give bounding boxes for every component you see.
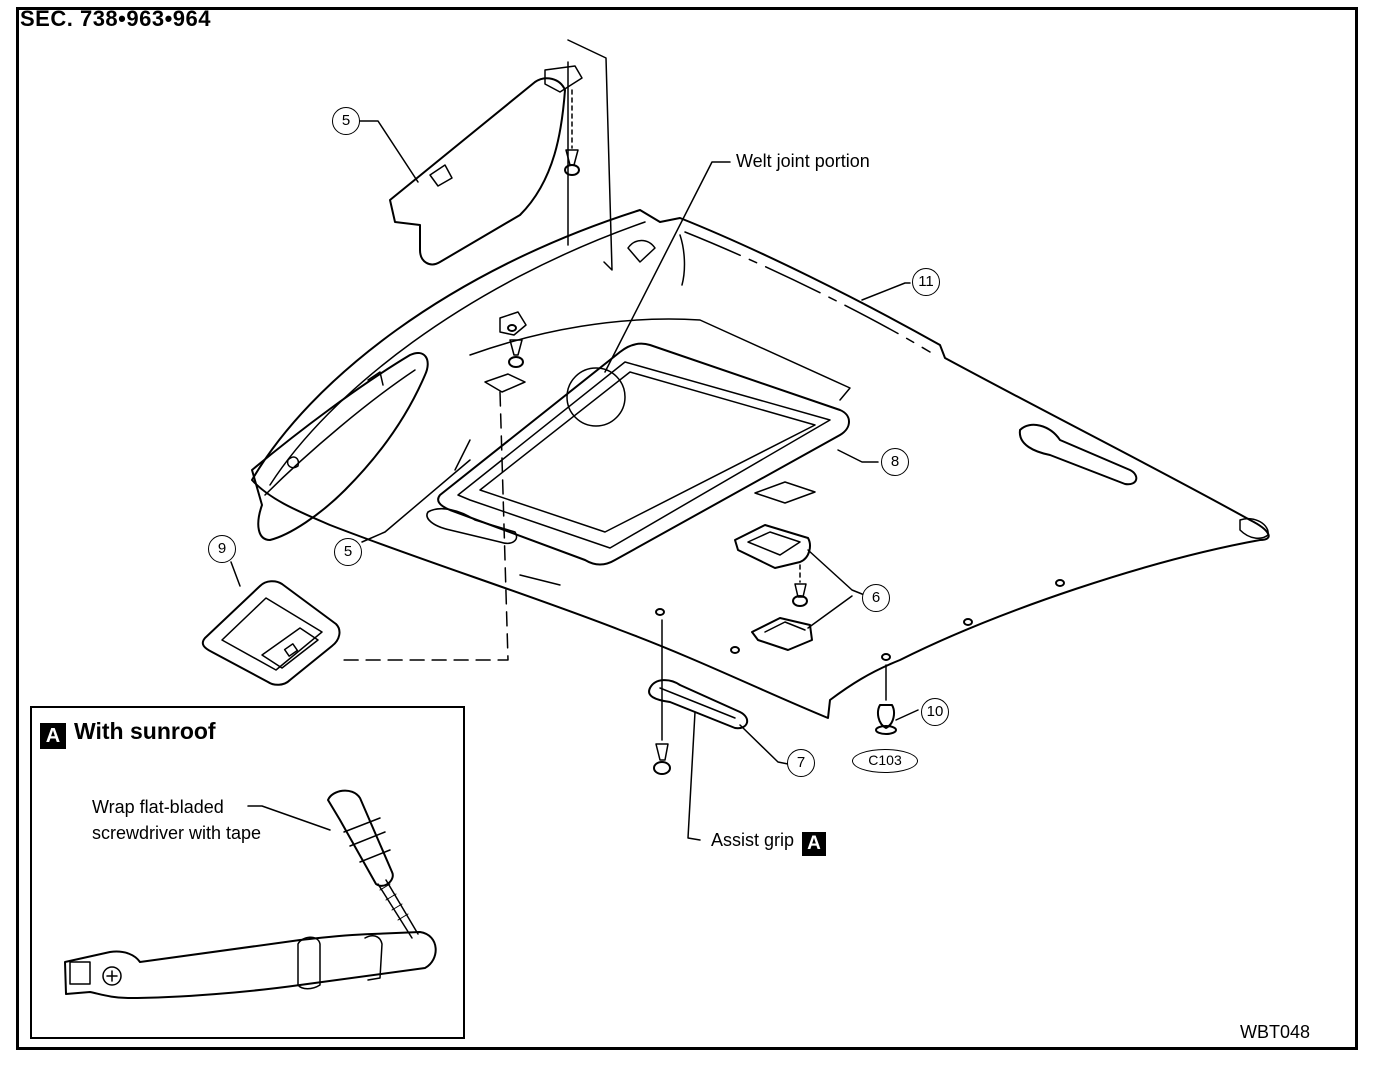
headlining-panel: [251, 209, 1270, 719]
sun-visor-lower: [251, 352, 429, 541]
leader-5-lower: [361, 459, 471, 543]
clip-code-oval: C103: [852, 749, 918, 773]
leader-9: [230, 561, 241, 587]
assist-grip-tag: A: [802, 832, 827, 856]
assist-grip-text: Assist grip: [711, 830, 795, 850]
callout-11: 11: [912, 268, 940, 296]
sunroof-finisher: [437, 318, 851, 566]
welt-joint-circle: [566, 367, 626, 427]
callout-8: 8: [881, 448, 909, 476]
grip-recess-left: [426, 508, 518, 545]
figure-code: WBT048: [1240, 1022, 1311, 1042]
welt-joint-leader: [604, 161, 731, 373]
leader-11: [861, 282, 911, 301]
leader-5-upper: [359, 120, 419, 183]
clip-10: [875, 664, 919, 735]
callout-9: 9: [208, 535, 236, 563]
callout-5-upper: 5: [332, 107, 360, 135]
welt-joint-label: Welt joint portion: [736, 151, 870, 171]
inset-title-text: With sunroof: [74, 718, 216, 744]
inset-screwdriver-drawing: [64, 789, 437, 999]
sun-visor-upper: [389, 39, 613, 271]
callout-6: 6: [862, 584, 890, 612]
leader-8: [837, 449, 879, 463]
assist-grip: [648, 619, 789, 841]
vanity-lamp-clips: [734, 524, 873, 651]
inset-note-line2: screwdriver with tape: [92, 823, 262, 843]
callout-10: 10: [921, 698, 949, 726]
diagram-frame: [16, 7, 1358, 1050]
visor-clip-center: [339, 311, 527, 661]
inset-note: Wrap flat-bladed screwdriver with tape: [92, 794, 261, 846]
inset-title: A With sunroof: [40, 718, 216, 749]
callout-7: 7: [787, 749, 815, 777]
visor-screw-upper: [564, 89, 580, 176]
inset-with-sunroof: A With sunroof Wrap flat-bladed screwdriv…: [30, 706, 465, 1039]
assist-grip-label: Assist grip A: [711, 830, 827, 856]
section-code: SEC. 738•963•964: [20, 6, 211, 31]
callout-5-lower: 5: [334, 538, 362, 566]
visor-hook: [627, 239, 656, 263]
map-lamp: [201, 580, 341, 686]
inset-note-line1: Wrap flat-bladed: [92, 797, 224, 817]
inset-tag: A: [40, 723, 66, 749]
